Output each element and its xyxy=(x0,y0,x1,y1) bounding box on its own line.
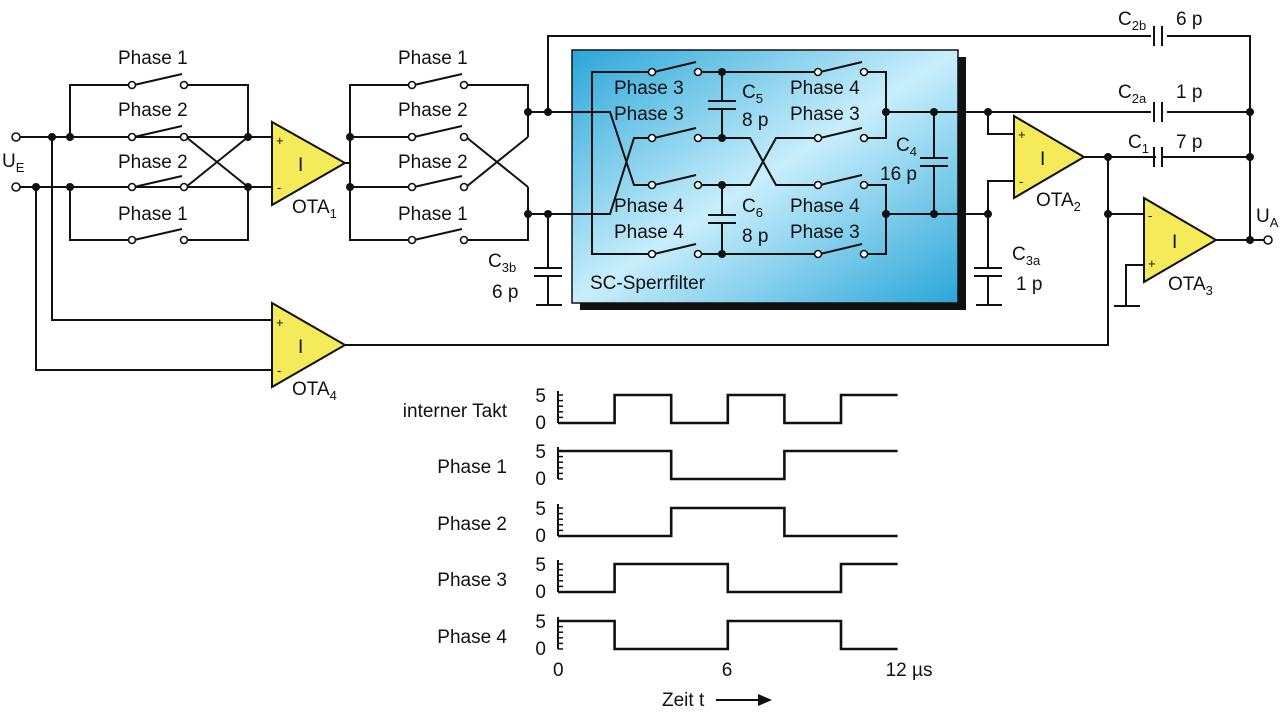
svg-text:-: - xyxy=(1019,174,1023,189)
ota2-section: C3a 1 p + - I OTA2 xyxy=(974,108,1250,306)
svg-text:-: - xyxy=(277,363,281,378)
ota3-amplifier: - + I OTA3 UA xyxy=(1114,196,1279,307)
ota2-label: OTA2 xyxy=(1036,190,1081,214)
timing-ytick: 0 xyxy=(535,582,546,603)
timing-ytick: 0 xyxy=(535,413,546,434)
svg-text:+: + xyxy=(1148,256,1156,271)
ota1-label: OTA1 xyxy=(292,197,337,221)
switch-label-phase2: Phase 2 xyxy=(398,100,468,121)
timing-signal-name: Phase 3 xyxy=(437,570,507,591)
timing-ytick: 0 xyxy=(535,526,546,547)
c6-label: C6 xyxy=(742,196,763,220)
output-label: UA xyxy=(1256,206,1279,230)
timing-waveform xyxy=(558,619,898,651)
input-terminals: UE xyxy=(2,132,272,192)
timing-ytick: 5 xyxy=(535,612,546,633)
timing-ytick: 5 xyxy=(535,499,546,520)
timing-xtick: 12 µs xyxy=(886,660,933,681)
svg-text:I: I xyxy=(1172,232,1177,253)
timing-ytick: 0 xyxy=(535,469,546,490)
switch-bank-2: Phase 1 Phase 2 Phase 2 Phase 1 xyxy=(346,48,529,245)
ota1-amplifier: + - I OTA1 xyxy=(271,120,350,221)
c3a-value: 1 p xyxy=(1016,274,1042,295)
svg-text:I: I xyxy=(298,155,303,176)
timing-signal-name: interner Takt xyxy=(403,401,508,422)
timing-waveform xyxy=(558,393,898,425)
filter-label: SC-Sperrfilter xyxy=(590,273,706,294)
input-label: UE xyxy=(2,151,25,175)
c3a-label: C3a xyxy=(1012,244,1041,268)
c4-label: C4 xyxy=(896,135,917,159)
ota4-amplifier: + - I OTA4 xyxy=(35,137,1112,403)
svg-text:+: + xyxy=(276,133,284,148)
timing-waveform xyxy=(558,449,898,481)
switch-label-phase4: Phase 4 xyxy=(614,222,684,243)
switch-label-phase1: Phase 1 xyxy=(398,204,468,225)
sc-sperrfilter-box: SC-Sperrfilter xyxy=(571,49,966,310)
switch-label-phase1: Phase 1 xyxy=(118,204,188,225)
timing-signal-name: Phase 2 xyxy=(437,514,507,535)
timing-ytick: 5 xyxy=(535,386,546,407)
c2b-label: C2b xyxy=(1118,9,1146,33)
timing-xlabel: Zeit t xyxy=(662,690,705,711)
svg-text:-: - xyxy=(277,180,281,195)
switch-label-phase2: Phase 2 xyxy=(118,152,188,173)
switch-label-phase2: Phase 2 xyxy=(118,100,188,121)
c2b-value: 6 p xyxy=(1176,9,1202,30)
timing-ytick: 0 xyxy=(535,639,546,660)
switch-label-phase1: Phase 1 xyxy=(398,48,468,69)
switch-label-phase3: Phase 3 xyxy=(614,78,684,99)
switch-label-phase4: Phase 4 xyxy=(790,196,860,217)
c2a-value: 1 p xyxy=(1176,82,1202,103)
timing-xarrow-head xyxy=(758,694,772,706)
timing-signal-name: Phase 1 xyxy=(437,457,507,478)
switch-label-phase2: Phase 2 xyxy=(398,152,468,173)
c6-value: 8 p xyxy=(742,226,768,247)
c1-label: C1 xyxy=(1128,132,1149,156)
timing-xtick: 6 xyxy=(722,660,733,681)
timing-signal-name: Phase 4 xyxy=(437,627,507,648)
c1-value: 7 p xyxy=(1176,132,1202,153)
timing-xtick: 0 xyxy=(553,660,564,681)
switch-label-phase3: Phase 3 xyxy=(790,104,860,125)
feedback-capacitors: C2b 6 p C2a 1 p C1 7 p xyxy=(1118,9,1254,240)
svg-text:I: I xyxy=(1040,149,1045,170)
svg-text:I: I xyxy=(298,337,303,358)
switch-bank-1: Phase 1 Phase 2 Phase 2 Phase 1 xyxy=(32,48,252,245)
svg-text:+: + xyxy=(1018,127,1026,142)
switch-label-phase3: Phase 3 xyxy=(614,104,684,125)
svg-text:-: - xyxy=(1148,208,1152,223)
c5-label: C5 xyxy=(742,82,763,106)
switch-label-phase3: Phase 3 xyxy=(790,222,860,243)
switch-label-phase4: Phase 4 xyxy=(790,78,860,99)
c2a-label: C2a xyxy=(1118,82,1147,106)
sc-filter-network: C5 8 p C6 8 p Phase 3 Phase 3 Phase xyxy=(591,61,988,259)
c3b-label: C3b xyxy=(488,251,516,275)
c5-value: 8 p xyxy=(742,110,768,131)
switch-label-phase1: Phase 1 xyxy=(118,48,188,69)
timing-waveform xyxy=(558,506,898,538)
ota3-label: OTA3 xyxy=(1168,274,1213,298)
switch-label-phase4: Phase 4 xyxy=(614,196,684,217)
timing-waveform xyxy=(558,562,898,594)
timing-ytick: 5 xyxy=(535,442,546,463)
c4-value: 16 p xyxy=(880,164,917,185)
c3b-value: 6 p xyxy=(492,282,518,303)
svg-text:+: + xyxy=(276,315,284,330)
ota4-label: OTA4 xyxy=(292,379,337,403)
timing-ytick: 5 xyxy=(535,555,546,576)
